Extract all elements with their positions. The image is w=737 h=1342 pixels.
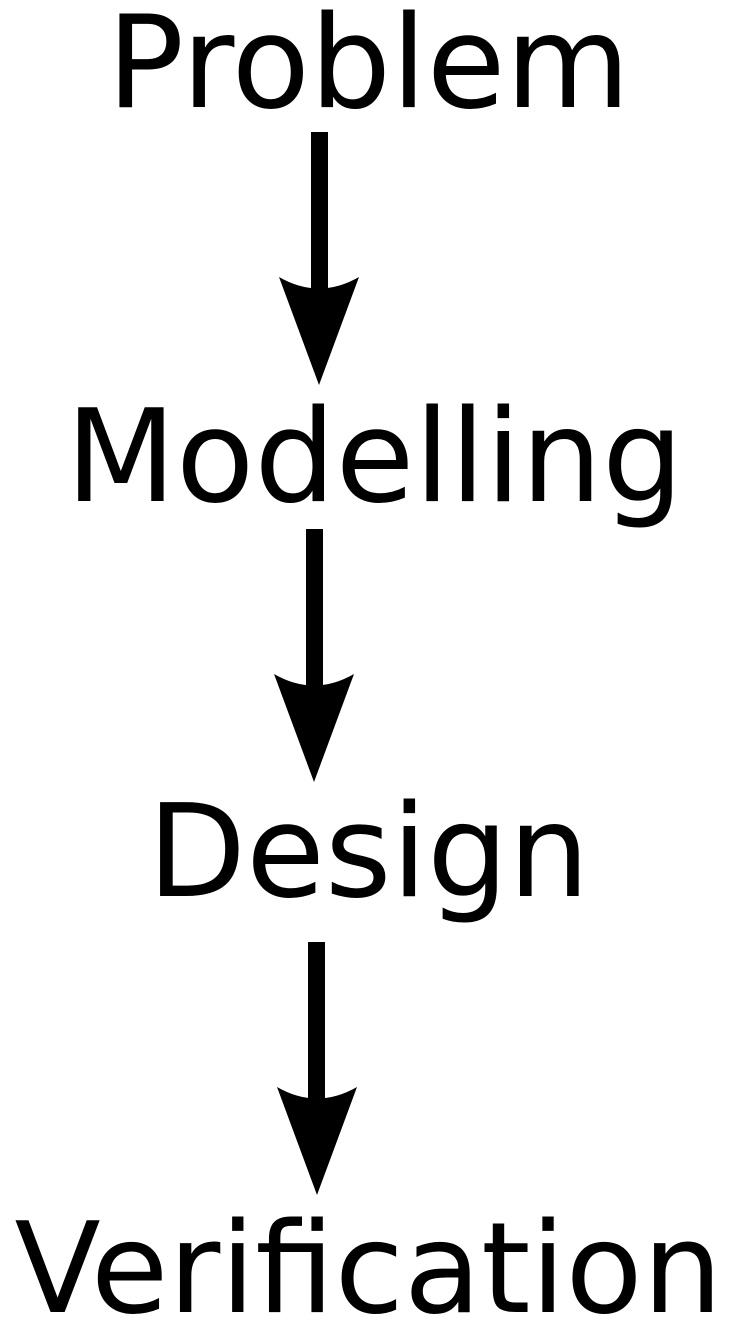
step-problem-label: Problem bbox=[106, 0, 631, 138]
step-design-label: Design bbox=[147, 778, 590, 927]
step-modelling-label: Modelling bbox=[65, 383, 684, 532]
arrow-design-to-verification bbox=[277, 942, 357, 1195]
arrow-head bbox=[279, 277, 359, 385]
arrow-modelling-to-design bbox=[274, 529, 354, 782]
arrow-shaft bbox=[306, 529, 323, 689]
step-verification-label: Verification bbox=[14, 1195, 723, 1342]
arrow-head bbox=[277, 1087, 357, 1195]
arrow-problem-to-modelling bbox=[279, 132, 359, 385]
arrow-shaft bbox=[311, 132, 328, 292]
arrow-head bbox=[274, 674, 354, 782]
arrow-shaft bbox=[308, 942, 325, 1102]
